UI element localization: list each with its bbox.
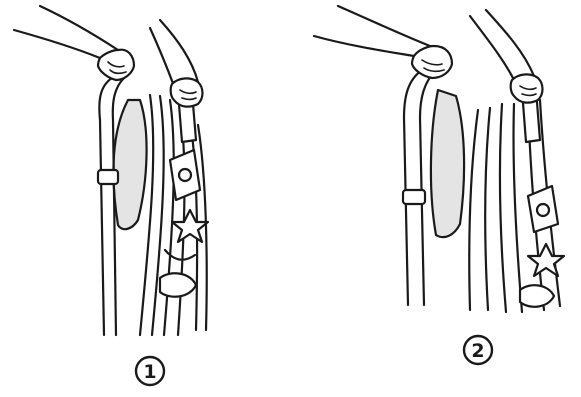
step-1-handle-tube <box>99 78 112 335</box>
step-1-left-arm-lower <box>40 6 118 50</box>
step-2-star-knob <box>528 244 564 276</box>
step-1-right-arm <box>150 28 174 86</box>
step-1-right-arm-outer <box>160 20 198 82</box>
step-2-illustration <box>314 6 564 312</box>
step-2-bolt <box>537 204 549 216</box>
step-1-illustration <box>14 6 208 335</box>
step-1-frame-rail-c <box>164 100 174 335</box>
step-2-frame-rail-b <box>485 108 490 310</box>
step-1-canopy-fabric <box>113 100 146 229</box>
step-2-canopy-fabric <box>431 90 464 237</box>
step-2-frame-rail-d <box>513 104 522 312</box>
step-1-number: 1 <box>143 361 156 383</box>
step-1-bolt <box>179 169 191 181</box>
step-2-tube-hinge <box>403 190 425 204</box>
step-2-left-arm <box>314 36 414 56</box>
step-1-basket-clip <box>160 273 196 296</box>
step-1-star-knob <box>172 210 208 242</box>
step-2-frame-rail-a <box>469 110 478 310</box>
step-2-right-arm-outer <box>486 10 534 76</box>
step-1-label: 1 <box>136 357 164 385</box>
step-2-handle-tube <box>404 70 422 305</box>
step-1-left-arm <box>14 30 100 58</box>
step-2-basket-clip <box>520 285 554 307</box>
step-1-left-hand <box>98 50 134 80</box>
step-2-frame-rail-c <box>500 104 506 312</box>
step-2-right-arm <box>470 16 514 80</box>
step-2-number: 2 <box>471 340 484 362</box>
step-1-tube-hinge <box>98 170 118 184</box>
step-2-left-arm-lower <box>338 6 430 46</box>
step-2-label: 2 <box>464 336 492 364</box>
